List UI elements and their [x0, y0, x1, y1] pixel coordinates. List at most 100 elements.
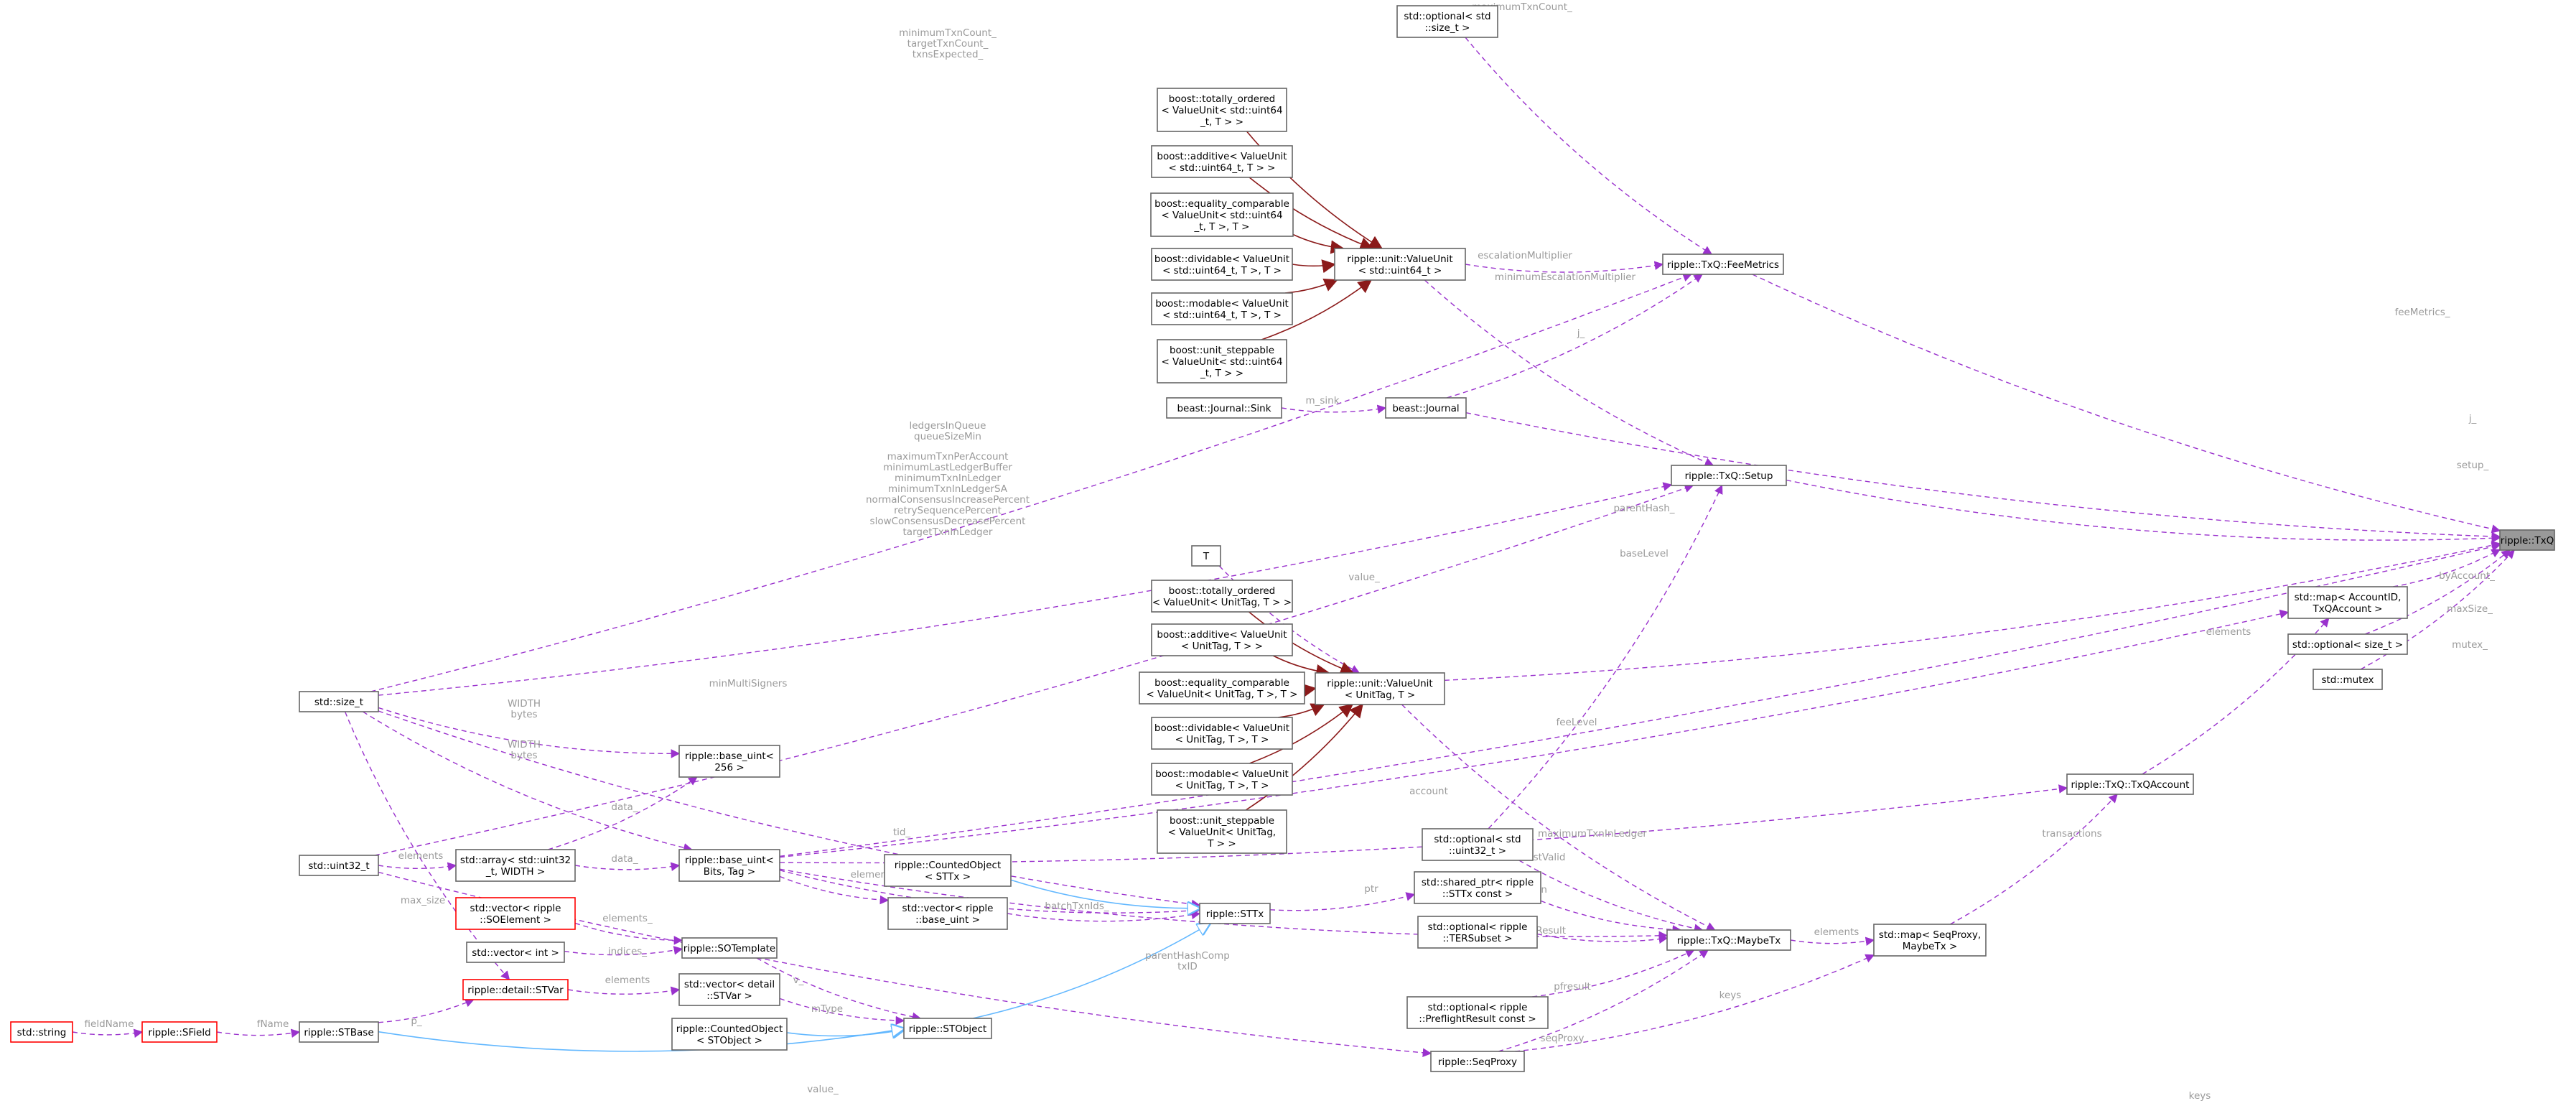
node-stobject[interactable]: ripple::STObject: [903, 1018, 992, 1039]
node-stbase[interactable]: ripple::STBase: [299, 1021, 379, 1043]
edge-b_add64-to-vu64: [1249, 177, 1374, 251]
node-map_acct[interactable]: std::map< AccountID,TxQAccount >: [2287, 586, 2408, 619]
edge-label-sfield-to-stbase: fName: [257, 1018, 289, 1030]
node-opt_size_t[interactable]: std::optional< size_t >: [2287, 633, 2408, 655]
node-label-string: std::string: [17, 1027, 67, 1038]
node-journal[interactable]: beast::Journal: [1385, 397, 1467, 419]
node-b_eq64[interactable]: boost::equality_comparable< ValueUnit< s…: [1150, 192, 1294, 237]
node-vec_int[interactable]: std::vector< int >: [466, 942, 565, 963]
node-label-vec_soe: std::vector< ripple::SOElement >: [470, 903, 561, 926]
node-label-co_sttx: ripple::CountedObject< STTx >: [895, 860, 1002, 883]
node-sink[interactable]: beast::Journal::Sink: [1166, 397, 1282, 419]
node-opt_ter[interactable]: std::optional< ripple::TERSubset >: [1417, 916, 1538, 949]
node-b_stept[interactable]: boost::unit_steppable< ValueUnit< UnitTa…: [1157, 809, 1287, 854]
node-string[interactable]: std::string: [10, 1021, 73, 1043]
edge-label-vu64-to-setup: minimumEscalationMultiplier: [1495, 271, 1636, 283]
node-b_mod64[interactable]: boost::modable< ValueUnit< std::uint64_t…: [1151, 292, 1293, 325]
node-bu256[interactable]: ripple::base_uint<256 >: [678, 745, 780, 778]
edge-b_stept-to-vut: [1245, 703, 1363, 811]
node-b_tot[interactable]: boost::totally_ordered< ValueUnit< UnitT…: [1151, 580, 1293, 613]
node-b_addt[interactable]: boost::additive< ValueUnit< UnitTag, T >…: [1151, 623, 1293, 656]
edge-seqproxy-to-maybetx: [1498, 949, 1709, 1052]
node-label-b_modt: boost::modable< ValueUnit< UnitTag, T >,…: [1155, 768, 1289, 791]
node-setup[interactable]: ripple::TxQ::Setup: [1671, 465, 1787, 486]
node-label-stobject: ripple::STObject: [909, 1023, 986, 1035]
node-T[interactable]: T: [1191, 545, 1221, 567]
edge-label-sotemplate-to-stobject: mType: [811, 1003, 843, 1015]
node-b_divt[interactable]: boost::dividable< ValueUnit< UnitTag, T …: [1151, 717, 1293, 750]
edge-label-maybetx-to-map_seq: elements: [1814, 926, 1859, 938]
node-label-opt_size_t: std::optional< size_t >: [2292, 639, 2403, 651]
node-label-stvar: ripple::detail::STVar: [467, 985, 564, 996]
edge-label-T-to-vut: value_: [1348, 572, 1380, 583]
node-vec_soe[interactable]: std::vector< ripple::SOElement >: [455, 897, 576, 930]
node-label-txq: ripple::TxQ: [2501, 535, 2554, 547]
node-label-setup: ripple::TxQ::Setup: [1685, 470, 1773, 482]
edge-stobject-to-sttx: [972, 924, 1210, 1019]
node-b_modt[interactable]: boost::modable< ValueUnit< UnitTag, T >,…: [1151, 763, 1293, 796]
node-co_stobj[interactable]: ripple::CountedObject< STObject >: [671, 1018, 788, 1051]
node-label-map_acct: std::map< AccountID,TxQAccount >: [2295, 592, 2402, 615]
edge-label-vu64-to-feemetrics: escalationMultiplier: [1478, 250, 1572, 261]
node-stvar[interactable]: ripple::detail::STVar: [462, 979, 569, 1000]
node-label-bu256: ripple::base_uint<256 >: [685, 750, 774, 773]
edge-label-setup-to-txq: setup_: [2457, 460, 2489, 471]
node-map_seq[interactable]: std::map< SeqProxy,MaybeTx >: [1873, 924, 1987, 957]
node-b_div64[interactable]: boost::dividable< ValueUnit< std::uint64…: [1151, 248, 1293, 281]
node-arr32[interactable]: std::array< std::uint32_t, WIDTH >: [455, 849, 576, 882]
node-b_add64[interactable]: boost::additive< ValueUnit< std::uint64_…: [1151, 145, 1293, 178]
node-feemetrics[interactable]: ripple::TxQ::FeeMetrics: [1662, 254, 1784, 275]
edge-label-bubits-to-map_acct: keys: [2189, 1090, 2211, 1102]
node-co_sttx[interactable]: ripple::CountedObject< STTx >: [884, 854, 1012, 887]
node-vec_stvar[interactable]: std::vector< detail::STVar >: [678, 973, 780, 1006]
edge-mutex-to-txq: [2360, 549, 2515, 670]
node-opt_sizet_top[interactable]: std::optional< std::size_t >: [1396, 5, 1498, 38]
node-opt_u32[interactable]: std::optional< std::uint32_t >: [1422, 828, 1534, 861]
node-sizet[interactable]: std::size_t: [299, 691, 379, 712]
node-maybetx[interactable]: ripple::TxQ::MaybeTx: [1666, 929, 1791, 951]
edge-label-opt_size_t-to-txq: maxSize_: [2447, 603, 2493, 615]
edge-label-vec_bu-to-sttx: batchTxnIds_: [1045, 901, 1109, 912]
node-sttx[interactable]: ripple::STTx: [1199, 903, 1271, 924]
node-txq[interactable]: ripple::TxQ: [2499, 529, 2555, 551]
edges-layer: [72, 37, 2515, 1058]
edge-bubits-to-sttx: [779, 870, 1201, 916]
node-vut[interactable]: ripple::unit::ValueUnit< UnitTag, T >: [1315, 672, 1445, 705]
node-label-opt_u32: std::optional< std::uint32_t >: [1434, 834, 1521, 857]
node-txqaccount[interactable]: ripple::TxQ::TxQAccount: [2066, 773, 2194, 795]
node-label-b_add64: boost::additive< ValueUnit< std::uint64_…: [1157, 151, 1287, 174]
edge-b_step64-to-vu64: [1261, 279, 1373, 340]
node-vu64[interactable]: ripple::unit::ValueUnit< std::uint64_t >: [1334, 248, 1466, 281]
edge-bubits-to-txqaccount: [779, 784, 2068, 864]
edge-vec_stvar-to-stobject: [779, 998, 905, 1026]
node-label-sink: beast::Journal::Sink: [1177, 403, 1271, 414]
edge-sizet-to-bubits: [363, 711, 693, 852]
node-uint32[interactable]: std::uint32_t: [299, 855, 379, 876]
node-bubits[interactable]: ripple::base_uint<Bits, Tag >: [678, 849, 780, 882]
node-b_eqt[interactable]: boost::equality_comparable< ValueUnit< U…: [1139, 671, 1305, 705]
edge-opt_sizet_top-to-feemetrics: [1465, 37, 1713, 255]
node-label-b_eq64: boost::equality_comparable< ValueUnit< s…: [1154, 198, 1289, 233]
node-b_step64[interactable]: boost::unit_steppable< ValueUnit< std::u…: [1157, 339, 1287, 383]
node-seqproxy[interactable]: ripple::SeqProxy: [1430, 1051, 1525, 1072]
node-label-txqaccount: ripple::TxQ::TxQAccount: [2071, 779, 2190, 791]
node-label-bubits: ripple::base_uint<Bits, Tag >: [685, 855, 774, 878]
node-label-feemetrics: ripple::TxQ::FeeMetrics: [1667, 259, 1779, 271]
edge-co_stobj-to-stobject: [786, 1030, 904, 1036]
node-label-opt_pre: std::optional< ripple::PreflightResult c…: [1419, 1002, 1536, 1025]
node-sp_sttx[interactable]: std::shared_ptr< ripple::STTx const >: [1414, 871, 1541, 904]
node-b_to64[interactable]: boost::totally_ordered< ValueUnit< std::…: [1157, 88, 1287, 132]
node-opt_pre[interactable]: std::optional< ripple::PreflightResult c…: [1406, 996, 1549, 1029]
node-vec_bu[interactable]: std::vector< ripple::base_uint >: [887, 897, 1008, 930]
edge-label-arr32-to-bubits: data_: [611, 853, 638, 865]
edge-sizet-to-stvar: [344, 711, 510, 980]
node-sfield[interactable]: ripple::SField: [141, 1021, 218, 1043]
edge-opt_u32-to-setup: [1488, 484, 1723, 829]
node-sotemplate[interactable]: ripple::SOTemplate: [681, 937, 778, 959]
edge-label-bubits-to-txqaccount: account: [1409, 786, 1448, 797]
node-label-vu64: ripple::unit::ValueUnit< std::uint64_t >: [1347, 254, 1452, 276]
edge-vec_int-to-sotemplate: [564, 946, 683, 956]
node-mutex[interactable]: std::mutex: [2313, 669, 2383, 690]
